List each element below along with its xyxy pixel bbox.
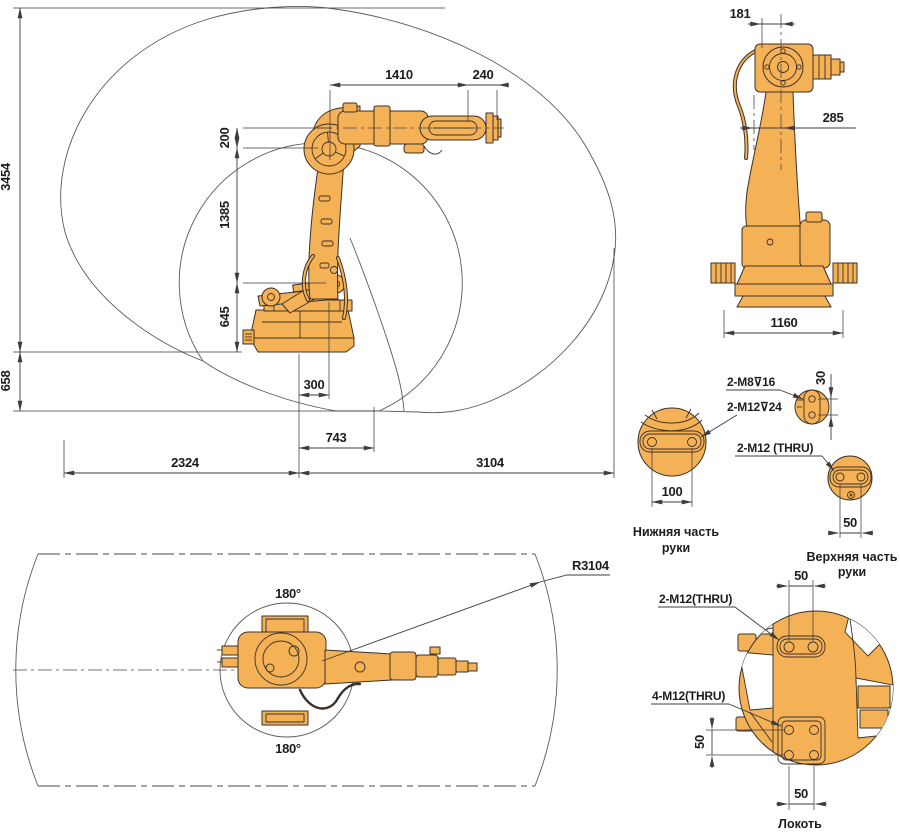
dim-hole-pitch-30: 30 — [813, 371, 828, 385]
lower-arm-detail-circle — [637, 407, 707, 477]
top-arm — [324, 649, 393, 685]
top-dimensions: R3104 180° 180° — [275, 558, 610, 756]
callout-elbow-2m12: 2-M12(THRU) — [659, 592, 732, 606]
front-foot-right — [832, 262, 858, 284]
dim-below-base: 658 — [0, 371, 13, 392]
dim-rotation-bottom: 180° — [275, 741, 301, 756]
envelope-inner-right-arc — [321, 142, 463, 412]
detail-lower-arm: 100 Нижняя часть руки 30 2-M8⊽16 2-M12⊽2… — [633, 371, 838, 555]
dim-hole-pitch-50: 50 — [843, 515, 857, 530]
robot-base-pedestal — [249, 309, 355, 339]
dim-radius: R3104 — [572, 558, 610, 573]
envelope-outer-arc — [60, 6, 617, 414]
callout-m12-24: 2-M12⊽24 — [727, 400, 782, 414]
front-view: 181 285 1160 — [710, 6, 858, 338]
dim-hole-pitch-100: 100 — [662, 484, 683, 499]
dim-rotation-top: 180° — [275, 586, 301, 601]
dim-elbow-bottom-50: 50 — [794, 786, 808, 801]
envelope-inner-left-arc — [178, 142, 323, 362]
robot-link-joint — [261, 287, 281, 307]
boundary-right-arc — [534, 553, 558, 787]
top-cable — [298, 682, 362, 710]
dim-rear-offset: 743 — [326, 430, 347, 445]
dim-lower-arm: 1385 — [217, 201, 232, 229]
top-wrist-block — [389, 651, 417, 681]
front-shoulder-block — [741, 225, 807, 269]
front-base-pedestal — [736, 265, 832, 285]
elbow-dimensions: 50 50 50 — [692, 568, 827, 810]
dim-left-reach: 2324 — [171, 455, 200, 470]
front-robot — [710, 43, 858, 308]
lower-arm-label-1: Нижняя часть — [633, 525, 719, 539]
dim-shoulder-height: 645 — [217, 307, 232, 328]
dim-wrist-width: 181 — [730, 6, 751, 21]
top-view: R3104 180° 180° — [13, 553, 610, 787]
detail-elbow: 50 50 50 2-M12(THRU) 4-M12(THRU) Локоть — [651, 568, 894, 831]
side-work-envelope — [60, 6, 617, 414]
callout-m12-thru: 2-M12 (THRU) — [737, 441, 813, 455]
top-robot — [217, 615, 478, 726]
elbow-label: Локоть — [778, 817, 822, 831]
dim-elbow-offset: 200 — [217, 128, 232, 149]
front-dimensions: 181 285 1160 — [723, 6, 856, 338]
dim-base-offset: 300 — [304, 377, 325, 392]
detail-upper-arm: 50 2-M12 (THRU) Верхняя часть руки — [735, 441, 898, 579]
dim-base-width: 1160 — [770, 315, 797, 330]
front-base-plate — [734, 283, 834, 297]
dim-column-offset: 285 — [823, 110, 844, 125]
side-robot — [242, 102, 504, 353]
dim-elbow-top-50: 50 — [794, 568, 808, 583]
callout-elbow-4m12: 4-M12(THRU) — [652, 689, 725, 703]
envelope-cusp-arc — [202, 360, 380, 412]
top-body — [237, 631, 327, 689]
callout-m8: 2-M8⊽16 — [727, 375, 776, 389]
side-dimensions: 3454 658 1410 240 200 1385 645 — [0, 7, 615, 478]
front-foot-left — [710, 262, 736, 284]
front-motor — [799, 219, 831, 269]
dim-elbow-left-50: 50 — [692, 735, 707, 749]
dim-total-height: 3454 — [0, 162, 13, 191]
front-wrist-face — [762, 46, 804, 88]
side-view: 3454 658 1410 240 200 1385 645 — [0, 6, 617, 478]
dim-forearm-length: 1410 — [385, 67, 413, 82]
dim-wrist-extension: 240 — [473, 67, 494, 82]
top-plate-lower — [261, 710, 309, 726]
upper-arm-label-1: Верхняя часть — [807, 550, 898, 564]
envelope-base-lobe-arc — [349, 237, 405, 412]
robot-forearm-collar — [373, 105, 391, 147]
dim-right-reach: 3104 — [476, 455, 505, 470]
robot-base-plate — [249, 337, 355, 353]
front-base-foot — [736, 295, 832, 308]
upper-arm-detail-circle — [827, 455, 873, 501]
lower-arm-label-2: руки — [662, 541, 690, 555]
upper-arm-label-2: руки — [838, 565, 866, 579]
